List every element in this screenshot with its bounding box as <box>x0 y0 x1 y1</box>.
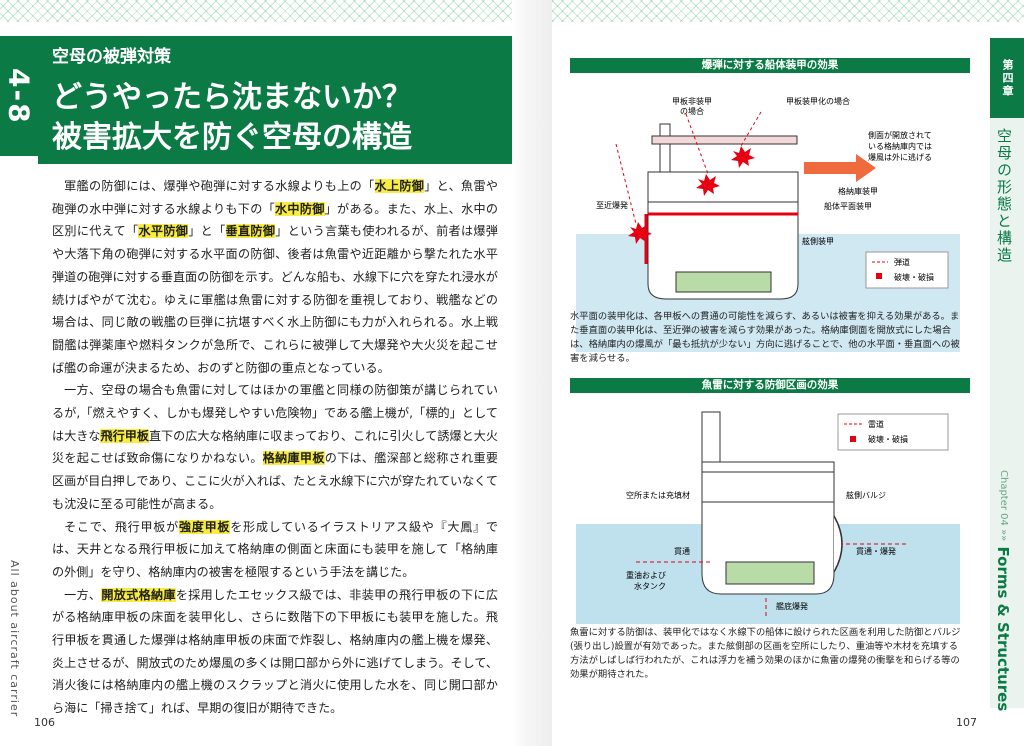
figure2-caption: 魚雷に対する防御は、装甲化ではなく水線下の船体に設けられた区画を利用した防御とバ… <box>570 627 961 680</box>
svg-text:の場合: の場合 <box>680 106 704 116</box>
svg-text:空所または充填材: 空所または充填材 <box>626 490 690 500</box>
hangar <box>647 171 799 203</box>
figure2-svg: 雷道 破壊・破損 空所または充填材 舷側バルジ 貫通 貫通・爆発 重油および 水… <box>576 404 960 624</box>
title-banner <box>38 36 512 164</box>
figure1-diagram: 甲板非装甲 の場合 甲板装甲化の場合 側面が開放されて いる格納庫内では 爆風は… <box>576 84 960 352</box>
side-title-jp: 空母の形態と構造 <box>995 128 1013 264</box>
highlighted-term: 水平防御 <box>138 224 189 239</box>
svg-text:破壊・破損: 破壊・破損 <box>868 434 908 444</box>
body-paragraph: 一方、開放式格納庫を採用したエセックス級では、非装甲の飛行甲板の下に広がる格納庫… <box>52 584 498 720</box>
body-text: 軍艦の防御には、爆弾や砲弾に対する水線よりも上の「水上防御」と、魚雷や砲弾の水中… <box>52 175 498 720</box>
body-paragraph: 軍艦の防御には、爆弾や砲弾に対する水線よりも上の「水上防御」と、魚雷や砲弾の水中… <box>52 175 498 379</box>
page-title-line1: どうやったら沈まないか？ <box>52 80 412 115</box>
body-text-run: を形成しているイラストリアス級や『大鳳』では、天井となる飛行甲板に加えて格納庫の… <box>52 519 498 579</box>
svg-text:舷側バルジ: 舷側バルジ <box>846 490 886 500</box>
vertical-footer: All about aircraft carrier <box>8 560 21 718</box>
page-title-line2: 被害拡大を防ぐ空母の構造 <box>52 120 412 155</box>
left-page: 4-8 空母の被弾対策 どうやったら沈まないか？ 被害拡大を防ぐ空母の構造 軍艦… <box>0 36 512 729</box>
section-subtitle: 空母の被弾対策 <box>52 47 171 67</box>
svg-text:艦底爆発: 艦底爆発 <box>776 601 808 611</box>
body-text-run: 」と「 <box>188 224 226 239</box>
side-index-strip <box>990 118 1024 708</box>
svg-text:弾道: 弾道 <box>894 257 910 267</box>
svg-text:船体平面装甲: 船体平面装甲 <box>824 201 872 211</box>
body-paragraph: 一方、空母の場合も魚雷に対してはほかの軍艦と同様の防御策が講じられているが,「燃… <box>52 379 498 515</box>
page-number-left: 106 <box>34 716 55 729</box>
body-text-run: 一方、空母の場合も魚雷に対してはほかの軍艦と同様の防御策が講じられているが,「燃… <box>52 383 498 443</box>
svg-text:いる格納庫内では: いる格納庫内では <box>868 141 932 151</box>
highlighted-term: 強度甲板 <box>178 519 231 534</box>
chapter-tab-label: 第四章 <box>1001 58 1014 98</box>
side-title-en-main: Forms & Structures <box>994 546 1012 712</box>
svg-text:甲板非装甲: 甲板非装甲 <box>672 96 712 106</box>
highlighted-term: 開放式格納庫 <box>101 587 176 602</box>
figure1-svg: 甲板非装甲 の場合 甲板装甲化の場合 側面が開放されて いる格納庫内では 爆風は… <box>576 84 960 352</box>
body-text-run: 」と、魚雷や砲弾の水中弾に対する水線よりも下の「 <box>52 179 498 216</box>
body-paragraph: そこで、飛行甲板が強度甲板を形成しているイラストリアス級や『大鳳』では、天井とな… <box>52 516 498 584</box>
svg-text:破壊・破損: 破壊・破損 <box>894 272 934 282</box>
body-text-run: の下は、艦深部と総称され重要区画が目白押しであり、ここに火が入れば、たとえ水線下… <box>52 451 498 511</box>
body-text-run: 直下の広大な格納庫に収まっており、これに引火して誘爆と大火災を起こせば致命傷にな… <box>52 428 498 466</box>
svg-text:水タンク: 水タンク <box>634 581 666 591</box>
body-text-run: 軍艦の防御には、爆弾や砲弾に対する水線よりも上の「 <box>64 179 375 193</box>
page-number-right: 107 <box>956 716 977 729</box>
figure-bomb-armor: 爆弾に対する船体装甲の効果 甲板非装甲 <box>570 58 970 358</box>
highlighted-term: 飛行甲板 <box>100 428 149 443</box>
side-title-en: Chapter 04 »» Forms & Structures <box>994 470 1012 711</box>
highlighted-term: 水中防御 <box>275 201 325 216</box>
body-text-run: そこで、飛行甲板が <box>64 519 179 534</box>
svg-text:雷道: 雷道 <box>868 419 884 429</box>
svg-text:重油および: 重油および <box>626 570 666 580</box>
figure1-title: 爆弾に対する船体装甲の効果 <box>570 58 970 73</box>
body-text-run: 」という言葉も使われるが、前者は爆弾や大落下角の砲弾に対する水平面の防御、後者は… <box>52 224 498 375</box>
side-title-en-sub: Chapter 04 »» <box>998 470 1009 542</box>
svg-text:格納庫装甲: 格納庫装甲 <box>838 186 878 196</box>
body-text-run: を採用したエセックス級では、非装甲の飛行甲板の下に広がる格納庫甲板の床面を装甲化… <box>52 587 498 716</box>
figure2-diagram: 雷道 破壊・破損 空所または充填材 舷側バルジ 貫通 貫通・爆発 重油および 水… <box>576 404 960 624</box>
svg-text:至近爆発: 至近爆発 <box>596 200 628 210</box>
body-text-run: 」がある。また、水上、水中の区別に代えて「 <box>52 201 498 239</box>
highlighted-term: 水上防御 <box>374 179 425 193</box>
svg-text:甲板装甲化の場合: 甲板装甲化の場合 <box>786 96 850 106</box>
blast-arrow <box>804 154 876 182</box>
highlighted-term: 格納庫甲板 <box>262 451 325 466</box>
svg-text:舷側装甲: 舷側装甲 <box>802 236 834 246</box>
highlighted-term: 垂直防御 <box>225 224 276 239</box>
gutter <box>512 0 552 746</box>
section-number: 4-8 <box>2 67 36 125</box>
svg-text:貫通・爆発: 貫通・爆発 <box>856 546 896 556</box>
svg-text:貫通: 貫通 <box>674 546 690 556</box>
figure1-caption: 水平面の装甲化は、各甲板への貫通の可能性を減らす、あるいは被害を抑える効果がある… <box>570 311 960 364</box>
figure-torpedo-defense: 魚雷に対する防御区画の効果 雷道 破壊・破損 空所または充填材 <box>570 378 970 628</box>
svg-text:爆風は外に逃げる: 爆風は外に逃げる <box>868 152 932 162</box>
svg-text:側面が開放されて: 側面が開放されて <box>868 130 932 140</box>
body-text-run: 一方、 <box>64 587 102 602</box>
chapter-tab: 第四章 <box>990 38 1024 118</box>
section-number-tab: 4-8 <box>0 36 38 156</box>
figure2-title: 魚雷に対する防御区画の効果 <box>570 378 970 393</box>
